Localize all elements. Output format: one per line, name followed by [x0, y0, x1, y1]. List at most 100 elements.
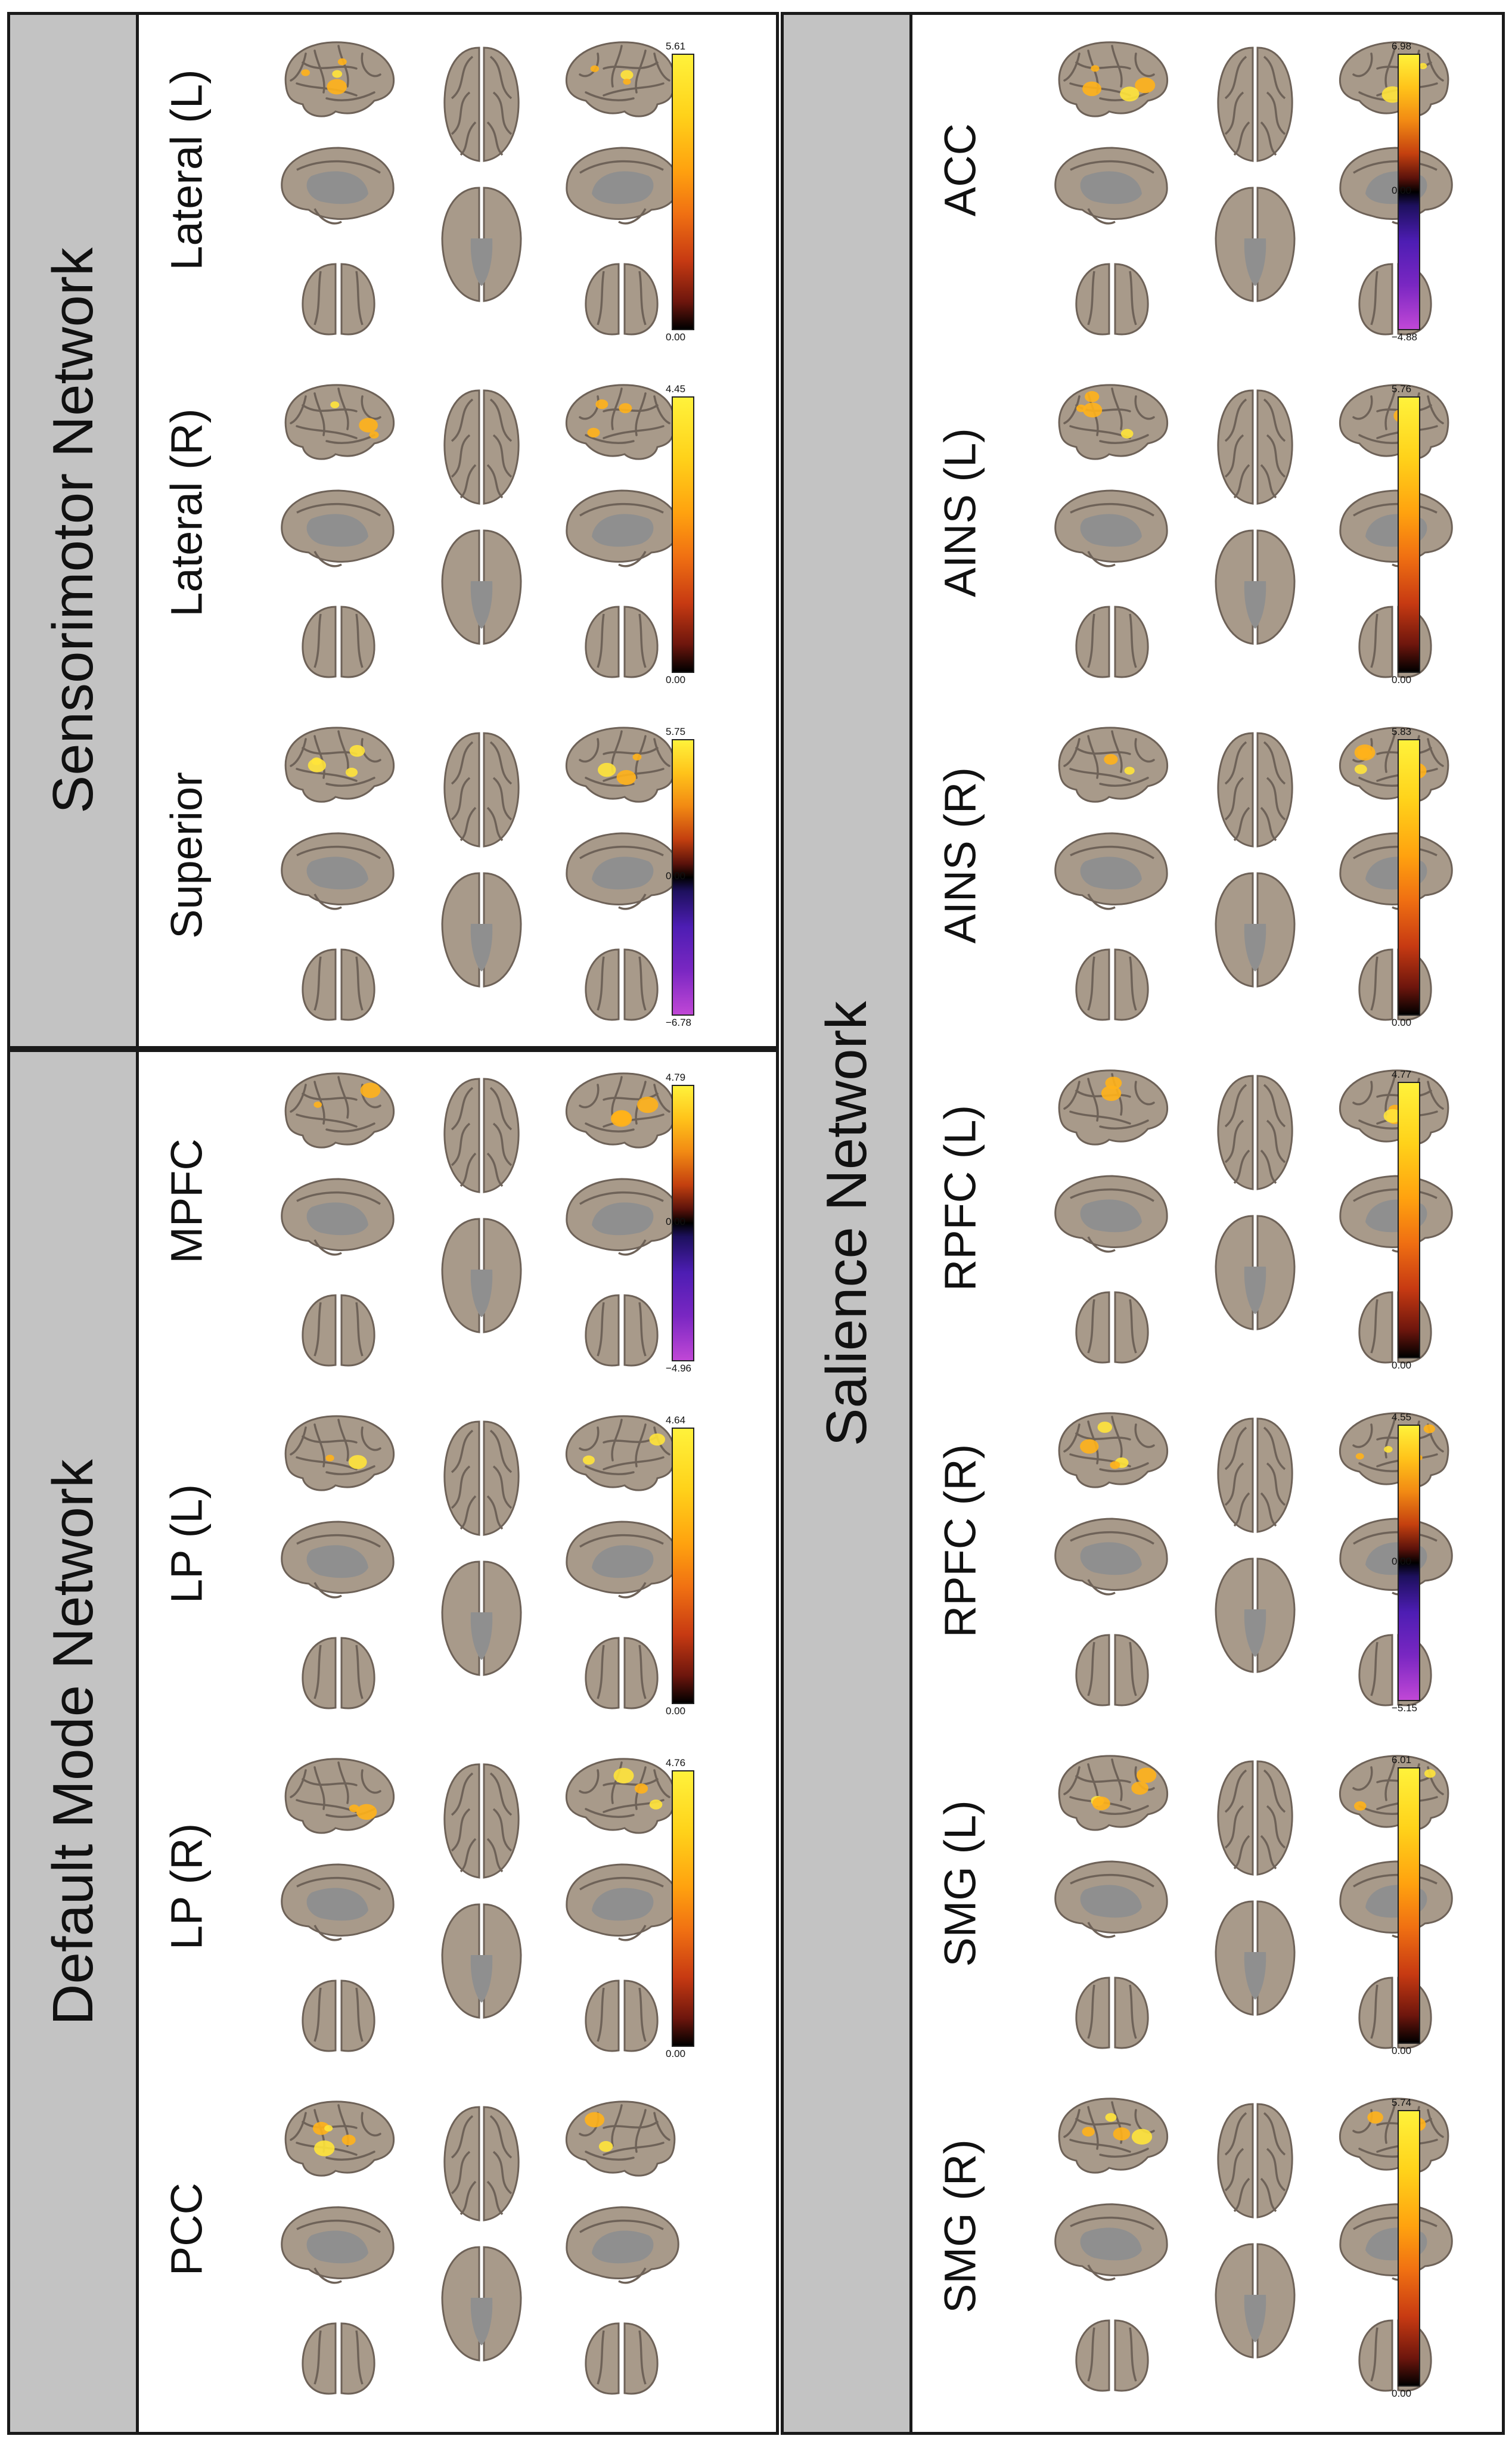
medial-brain-view: [281, 1863, 395, 1941]
color-scale-bar: [672, 739, 694, 1016]
ventral-brain-view: [441, 1903, 522, 2019]
medial-brain-view: [1054, 1175, 1168, 1253]
medial-brain-view: [1339, 2203, 1453, 2281]
color-scale-tick: −5.15: [1392, 1702, 1418, 1714]
color-scale-tick: 0.00: [666, 331, 686, 343]
color-scale-tick: 0.00: [1392, 2388, 1412, 2399]
color-scale-tick: 0.00: [1392, 1556, 1412, 1567]
color-scale-tick: 5.74: [1392, 2097, 1412, 2108]
lateral-brain-view: [1339, 727, 1449, 803]
color-scale-tick: 4.77: [1392, 1069, 1412, 1080]
lateral-brain-view: [565, 1758, 676, 1834]
lateral-brain-view: [1339, 1755, 1449, 1831]
dorsal-brain-view: [443, 732, 520, 848]
brain-surface-montage: [281, 727, 679, 1021]
lateral-brain-view: [1339, 384, 1449, 460]
seed-label: RPFC (L): [935, 1104, 985, 1292]
medial-brain-view: [1339, 832, 1453, 910]
seed-label: SMG (L): [935, 1800, 985, 1967]
medial-brain-view: [566, 832, 679, 910]
posterior-brain-view: [302, 1979, 375, 2052]
lateral-brain-view: [284, 41, 395, 117]
medial-brain-view: [1054, 2203, 1168, 2281]
network-title: Salience Network: [814, 1001, 878, 1446]
seed-label: PCC: [162, 2182, 212, 2276]
brain-surface-montage: [1054, 2098, 1453, 2392]
color-scale-bar: [1398, 1767, 1420, 2044]
brain-surface-montage: [1054, 1755, 1453, 2049]
medial-brain-view: [566, 489, 679, 567]
lateral-brain-view: [565, 41, 676, 117]
color-scale-tick: 0.00: [1392, 185, 1412, 196]
brain-surface-montage: [281, 1758, 679, 2052]
medial-brain-view: [281, 1178, 395, 1256]
brain-surface-montage: [1054, 41, 1453, 336]
dorsal-brain-view: [1217, 1760, 1293, 1876]
lateral-brain-view: [284, 1758, 395, 1834]
color-scale-bar: [672, 54, 694, 330]
dorsal-brain-view: [1217, 2103, 1293, 2219]
medial-brain-view: [1339, 1175, 1453, 1253]
dorsal-brain-view: [443, 46, 520, 162]
color-scale-bar: [672, 396, 694, 673]
ventral-brain-view: [441, 529, 522, 645]
lateral-brain-view: [1058, 2098, 1169, 2174]
seed-label: AINS (R): [935, 767, 985, 944]
color-scale-tick: 4.55: [1392, 1411, 1412, 1423]
lateral-brain-view: [1058, 384, 1169, 460]
color-scale-tick: 0.00: [666, 1216, 686, 1227]
ventral-brain-view: [1215, 529, 1296, 645]
posterior-brain-view: [585, 1979, 659, 2052]
seed-label: Lateral (L): [162, 69, 212, 271]
medial-brain-view: [281, 147, 395, 225]
seed-label: MPFC: [162, 1138, 212, 1264]
color-scale-tick: 0.00: [666, 674, 686, 685]
network-title: Default Mode Network: [41, 1459, 105, 2025]
color-scale-bar: [1398, 739, 1420, 1016]
lateral-brain-view: [1058, 1755, 1169, 1831]
posterior-brain-view: [1358, 1291, 1432, 1364]
seed-label: AINS (L): [935, 428, 985, 597]
lateral-brain-view: [1058, 1069, 1169, 1146]
brain-surface-montage: [281, 2100, 679, 2395]
seed-label: Superior: [162, 772, 212, 939]
network-panel: Default Mode Network: [7, 1049, 779, 2435]
color-scale-tick: 6.01: [1392, 1754, 1412, 1766]
color-scale-tick: 0.00: [1392, 1017, 1412, 1028]
brain-surface-montage: [1054, 727, 1453, 1021]
posterior-brain-view: [302, 1294, 375, 1367]
color-scale-bar: [1398, 1425, 1420, 1701]
posterior-brain-view: [585, 2322, 659, 2395]
color-scale-bar: [1398, 2110, 1420, 2387]
dorsal-brain-view: [443, 1420, 520, 1536]
posterior-brain-view: [585, 606, 659, 678]
seed-label: SMG (R): [935, 2139, 985, 2313]
dorsal-brain-view: [443, 1763, 520, 1879]
posterior-brain-view: [1358, 948, 1432, 1021]
posterior-brain-view: [585, 263, 659, 336]
ventral-brain-view: [1215, 2243, 1296, 2359]
color-scale-tick: 0.00: [666, 2048, 686, 2059]
posterior-brain-view: [1358, 606, 1432, 678]
seed-label: ACC: [935, 123, 985, 217]
medial-brain-view: [566, 1863, 679, 1941]
posterior-brain-view: [302, 1637, 375, 1709]
posterior-brain-view: [302, 606, 375, 678]
dorsal-brain-view: [443, 2106, 520, 2221]
medial-brain-view: [566, 147, 679, 225]
medial-brain-view: [1339, 1860, 1453, 1938]
color-scale-bar: [1398, 54, 1420, 330]
posterior-brain-view: [1075, 948, 1149, 1021]
color-scale-tick: 5.75: [666, 726, 686, 737]
posterior-brain-view: [1075, 263, 1149, 336]
brain-surface-montage: [1054, 1412, 1453, 1706]
color-scale-tick: 4.45: [666, 383, 686, 395]
medial-brain-view: [566, 1178, 679, 1256]
color-scale-tick: −4.88: [1392, 331, 1418, 343]
ventral-brain-view: [1215, 1215, 1296, 1330]
ventral-brain-view: [1215, 187, 1296, 302]
lateral-brain-view: [284, 384, 395, 460]
dorsal-brain-view: [1217, 1075, 1293, 1190]
dorsal-brain-view: [443, 389, 520, 505]
color-scale-tick: 5.76: [1392, 383, 1412, 395]
